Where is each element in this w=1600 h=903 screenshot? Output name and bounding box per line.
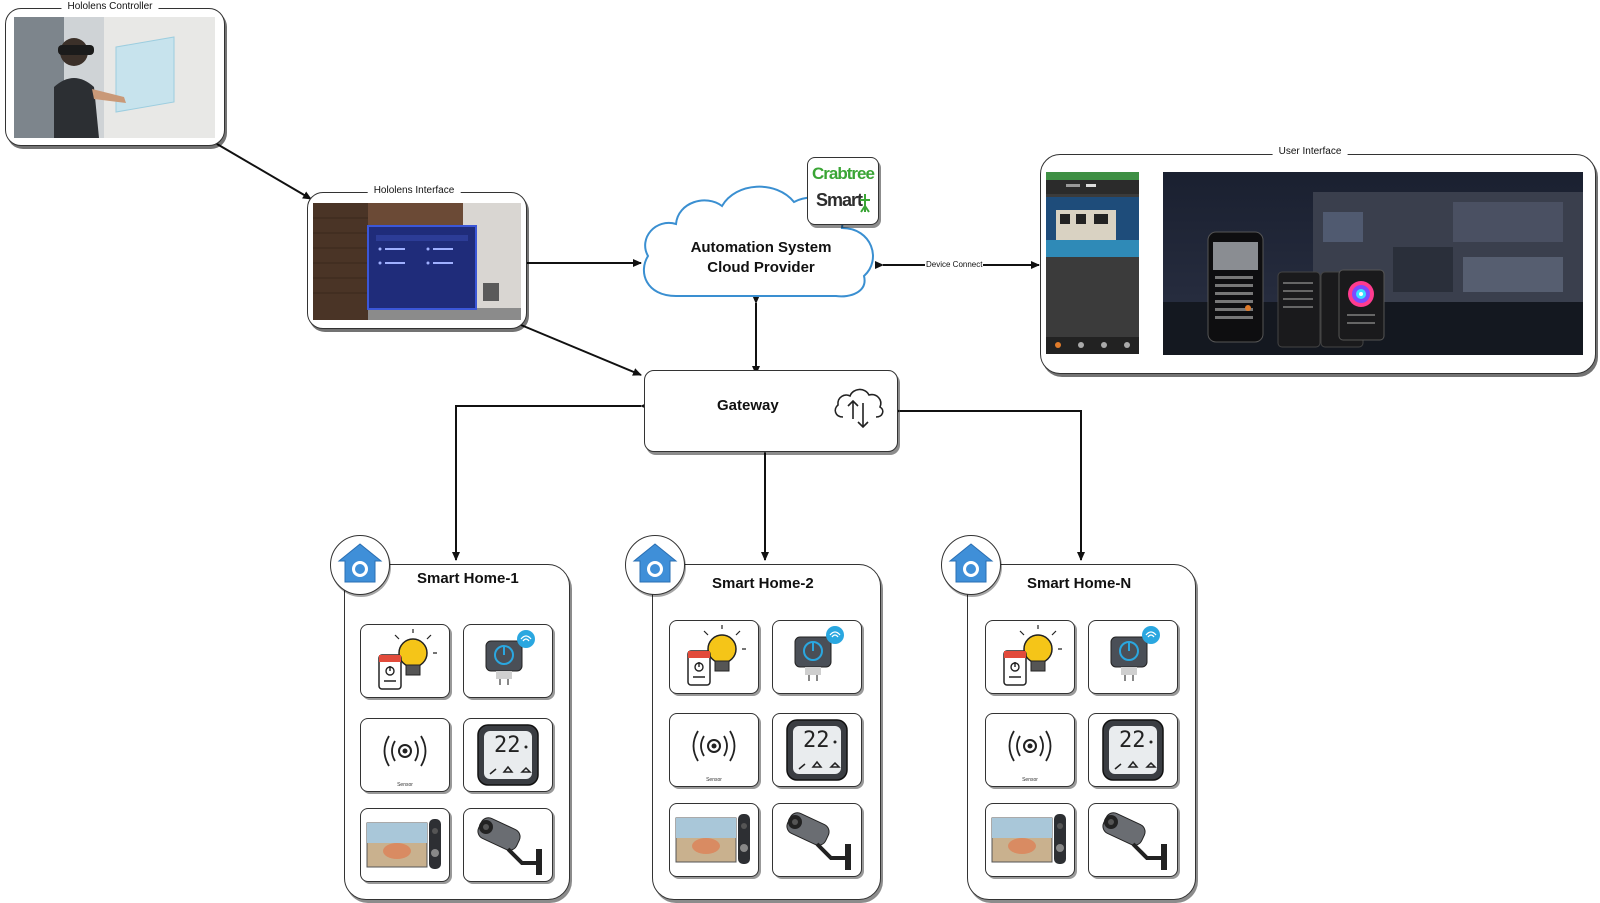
user-interface-title: User Interface — [1272, 146, 1348, 157]
home-icon — [941, 535, 1001, 595]
thermostat-icon — [1102, 719, 1164, 781]
hololens-interface-screenshot — [313, 203, 521, 320]
cloud-label-line2: Cloud Provider — [707, 259, 815, 276]
arrow-gateway-homeN — [892, 407, 1085, 561]
hololens-interface-title: Hololens Interface — [367, 185, 461, 196]
sensor-label: Sensor — [706, 777, 722, 783]
home-1-house-icon — [337, 543, 383, 583]
hololens-user-photo — [14, 17, 215, 138]
security-camera-icon — [1102, 812, 1167, 870]
crabtree-logo: Crabtree Smart — [807, 157, 879, 225]
thermostat-value: 22 — [803, 728, 830, 753]
smart-bulb-tile — [985, 620, 1075, 694]
smart-plug-tile — [463, 624, 553, 698]
arrow-controller-interface — [208, 136, 312, 200]
security-camera-icon — [786, 812, 851, 870]
device-connect-label: Device Connect — [925, 260, 984, 269]
security-camera-tile — [1088, 803, 1178, 877]
smart-plug-icon — [794, 626, 844, 681]
video-doorbell-icon — [991, 814, 1066, 864]
hololens-interface-panel — [307, 192, 527, 329]
smart-plug-tile — [1088, 620, 1178, 694]
thermostat-value: 22 — [1119, 728, 1146, 753]
thermostat-tile: 22 — [1088, 713, 1178, 787]
motion-sensor-icon — [692, 730, 736, 762]
smart-home-app-photo — [1163, 172, 1583, 355]
security-camera-tile — [463, 808, 553, 882]
arrow-interface-gateway — [512, 318, 642, 376]
thermostat-tile: 22 — [772, 713, 862, 787]
cloud-label-line1: Automation System — [690, 239, 832, 256]
logo-figure-icon — [860, 194, 870, 213]
smart-bulb-icon — [378, 629, 437, 690]
thermostat-icon — [786, 719, 848, 781]
thermostat-tile: 22 — [463, 718, 553, 792]
sensor-label: Sensor — [397, 782, 413, 788]
cloud-label: Automation System Cloud Provider — [676, 238, 846, 278]
home-icon — [330, 535, 390, 595]
home-icon — [625, 535, 685, 595]
video-doorbell-icon — [366, 819, 441, 869]
gateway-box: Gateway — [644, 370, 898, 452]
smart-home-n-title: Smart Home-N — [1027, 575, 1132, 592]
motion-sensor-icon — [383, 735, 427, 767]
sensor-label: Sensor — [1022, 777, 1038, 783]
smart-home-2-title: Smart Home-2 — [712, 575, 814, 592]
logo-text-line1: Crabtree — [812, 164, 875, 183]
video-doorbell-tile — [669, 803, 759, 877]
home-2-house-icon — [632, 543, 678, 583]
video-doorbell-tile — [360, 808, 450, 882]
hololens-controller-panel — [5, 8, 225, 146]
arrow-gateway-home1 — [452, 402, 649, 561]
sensor-tile: Sensor — [669, 713, 759, 787]
motion-sensor-icon — [1008, 730, 1052, 762]
smart-plug-icon — [485, 630, 535, 685]
smart-bulb-tile — [360, 624, 450, 698]
user-interface-panel — [1040, 154, 1596, 374]
logo-text-line2: Smart — [815, 190, 863, 210]
hololens-controller-title: Hololens Controller — [61, 1, 159, 12]
cloud-sync-icon — [834, 388, 884, 429]
smart-plug-tile — [772, 620, 862, 694]
thermostat-icon — [477, 724, 539, 786]
video-doorbell-icon — [675, 814, 750, 864]
security-camera-tile — [772, 803, 862, 877]
smart-plug-icon — [1110, 626, 1160, 681]
mobile-app-screenshot — [1046, 172, 1139, 354]
thermostat-value: 22 — [494, 733, 521, 758]
gateway-label: Gateway — [717, 397, 779, 414]
smart-bulb-tile — [669, 620, 759, 694]
smart-home-1-title: Smart Home-1 — [417, 570, 519, 587]
home-n-house-icon — [948, 543, 994, 583]
security-camera-icon — [477, 817, 542, 875]
smart-bulb-icon — [687, 625, 746, 686]
video-doorbell-tile — [985, 803, 1075, 877]
smart-bulb-icon — [1003, 625, 1062, 686]
sensor-tile: Sensor — [360, 718, 450, 792]
sensor-tile: Sensor — [985, 713, 1075, 787]
